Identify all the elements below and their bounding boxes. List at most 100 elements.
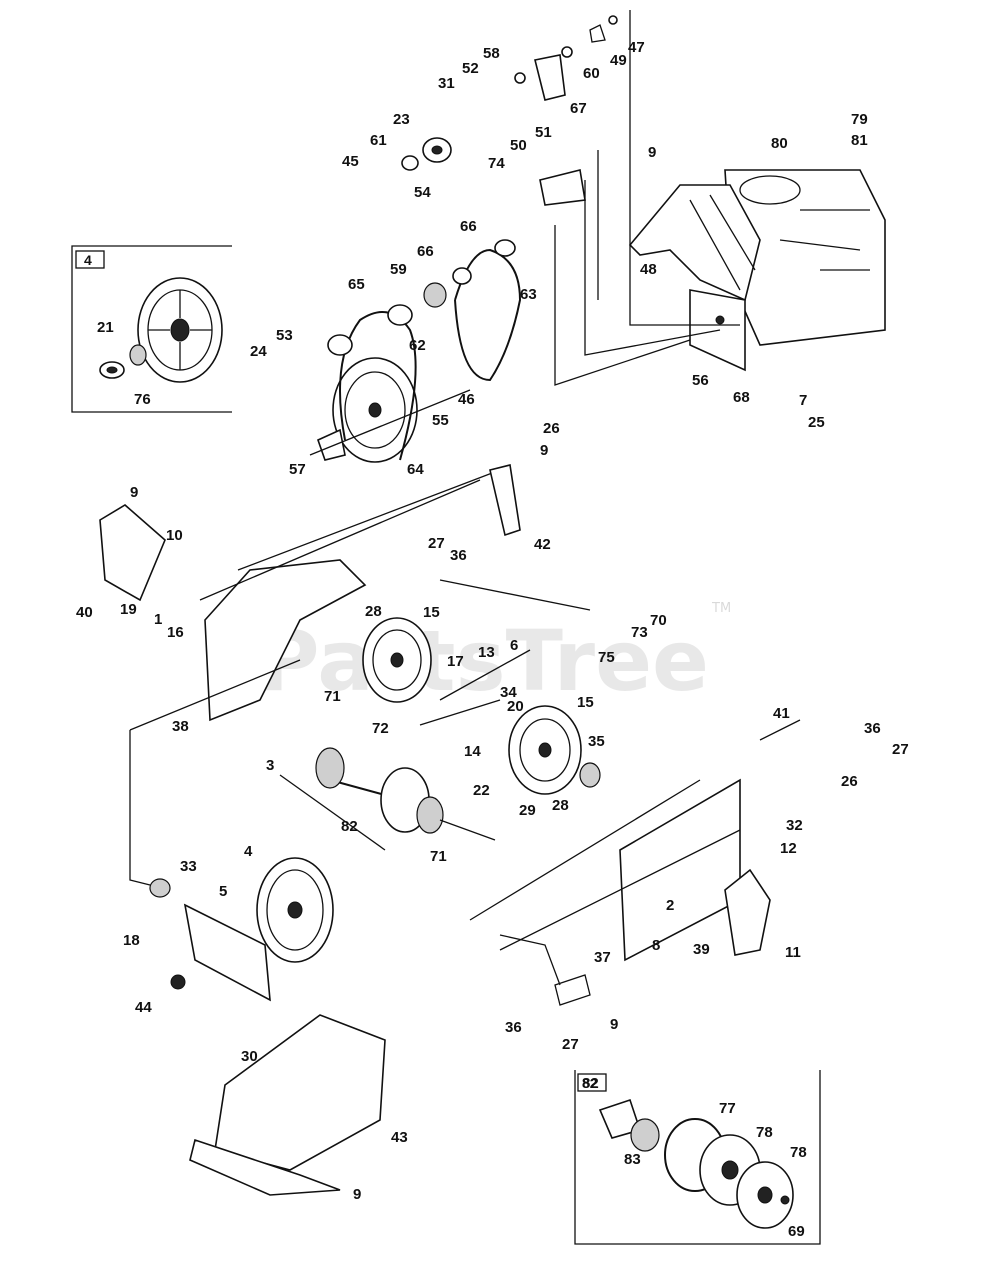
part-label: 5 <box>219 883 227 900</box>
part-label: 17 <box>447 653 464 670</box>
part-label: 61 <box>370 132 387 149</box>
part-label: 73 <box>631 624 648 641</box>
part-label: 78 <box>790 1144 807 1161</box>
part-label: 9 <box>353 1186 361 1203</box>
part-label: 11 <box>785 944 801 961</box>
part-label: 4 <box>244 843 253 860</box>
part-label: 77 <box>719 1100 736 1117</box>
gear-shaft-assembly <box>315 617 601 834</box>
part-label: 79 <box>851 111 868 128</box>
part-label: 70 <box>650 612 667 629</box>
part-label: 9 <box>540 442 548 459</box>
part-label: 36 <box>450 547 467 564</box>
part-label: 71 <box>324 688 341 705</box>
part-label: 81 <box>851 132 868 149</box>
part-label: 65 <box>348 276 365 293</box>
part-label: 80 <box>771 135 788 152</box>
part-label: 14 <box>464 743 481 760</box>
part-label: 82 <box>341 818 358 835</box>
lower-assembly <box>149 857 591 1196</box>
part-label: 16 <box>167 624 184 641</box>
part-label: 41 <box>773 705 790 722</box>
part-label: 34 <box>500 684 517 701</box>
part-label: 26 <box>841 773 858 790</box>
part-label: 30 <box>241 1048 258 1065</box>
part-label: 55 <box>432 412 449 429</box>
part-label: 27 <box>892 741 909 758</box>
part-label: 36 <box>864 720 881 737</box>
part-label: 28 <box>365 603 382 620</box>
engine-assembly <box>628 169 886 372</box>
part-label: 36 <box>505 1019 522 1036</box>
part-label: 12 <box>780 840 797 857</box>
part-label: 74 <box>488 155 505 172</box>
part-label: 71 <box>430 848 447 865</box>
part-label: 49 <box>610 52 627 69</box>
part-label: 42 <box>534 536 551 553</box>
part-label: 3 <box>266 757 274 774</box>
part-label: 35 <box>588 733 605 750</box>
part-label: 23 <box>393 111 410 128</box>
part-label: 46 <box>458 391 475 408</box>
part-label: 9 <box>648 144 656 161</box>
part-label: 9 <box>130 484 138 501</box>
part-label: 72 <box>372 720 389 737</box>
part-label: 83 <box>624 1151 641 1168</box>
part-label: 20 <box>507 698 524 715</box>
part-label: 66 <box>417 243 434 260</box>
part-label: 52 <box>462 60 479 77</box>
part-label: 53 <box>276 327 293 344</box>
part-label: 32 <box>786 817 803 834</box>
inset-tag-4: 4 <box>84 252 92 268</box>
part-label: 27 <box>428 535 445 552</box>
part-label: 29 <box>519 802 536 819</box>
trademark-text: TM <box>711 601 731 616</box>
part-label: 15 <box>577 694 594 711</box>
top-bracket-parts <box>401 15 618 206</box>
part-label: 54 <box>414 184 431 201</box>
part-label: 48 <box>640 261 657 278</box>
part-label: 66 <box>460 218 477 235</box>
inset-box-82: 82 <box>574 1070 821 1245</box>
part-label: 47 <box>628 39 645 56</box>
part-label: 1 <box>154 611 162 628</box>
part-label: 82 <box>582 1075 599 1092</box>
part-label: 67 <box>570 100 587 117</box>
leader-lines <box>129 10 801 986</box>
part-label: 63 <box>520 286 537 303</box>
part-label: 27 <box>562 1036 579 1053</box>
part-label: 22 <box>473 782 490 799</box>
part-label: 75 <box>598 649 615 666</box>
part-label: 31 <box>438 75 455 92</box>
belt-pulley-area <box>317 239 522 463</box>
part-label: 18 <box>123 932 140 949</box>
part-label: 6 <box>510 637 518 654</box>
part-label: 45 <box>342 153 359 170</box>
part-label: 50 <box>510 137 527 154</box>
part-label: 38 <box>172 718 189 735</box>
part-label: 59 <box>390 261 407 278</box>
part-label: 33 <box>180 858 197 875</box>
part-label: 10 <box>166 527 183 544</box>
part-label: 60 <box>583 65 600 82</box>
part-label: 9 <box>610 1016 618 1033</box>
part-label: 25 <box>808 414 825 431</box>
part-label: 37 <box>594 949 611 966</box>
part-label: 51 <box>535 124 552 141</box>
part-label: 62 <box>409 337 426 354</box>
part-label: 56 <box>692 372 709 389</box>
part-label: 13 <box>478 644 495 661</box>
part-label: 21 <box>97 319 114 336</box>
part-label: 26 <box>543 420 560 437</box>
part-label: 44 <box>135 999 152 1016</box>
part-label: 2 <box>666 897 674 914</box>
auger-housing-frame <box>99 464 771 962</box>
part-label: 39 <box>693 941 710 958</box>
part-label: 8 <box>652 937 660 954</box>
inset-tag-82: 82 <box>582 1075 598 1091</box>
part-label: 40 <box>76 604 93 621</box>
part-label: 28 <box>552 797 569 814</box>
part-label: 24 <box>250 343 267 360</box>
part-label: 58 <box>483 45 500 62</box>
